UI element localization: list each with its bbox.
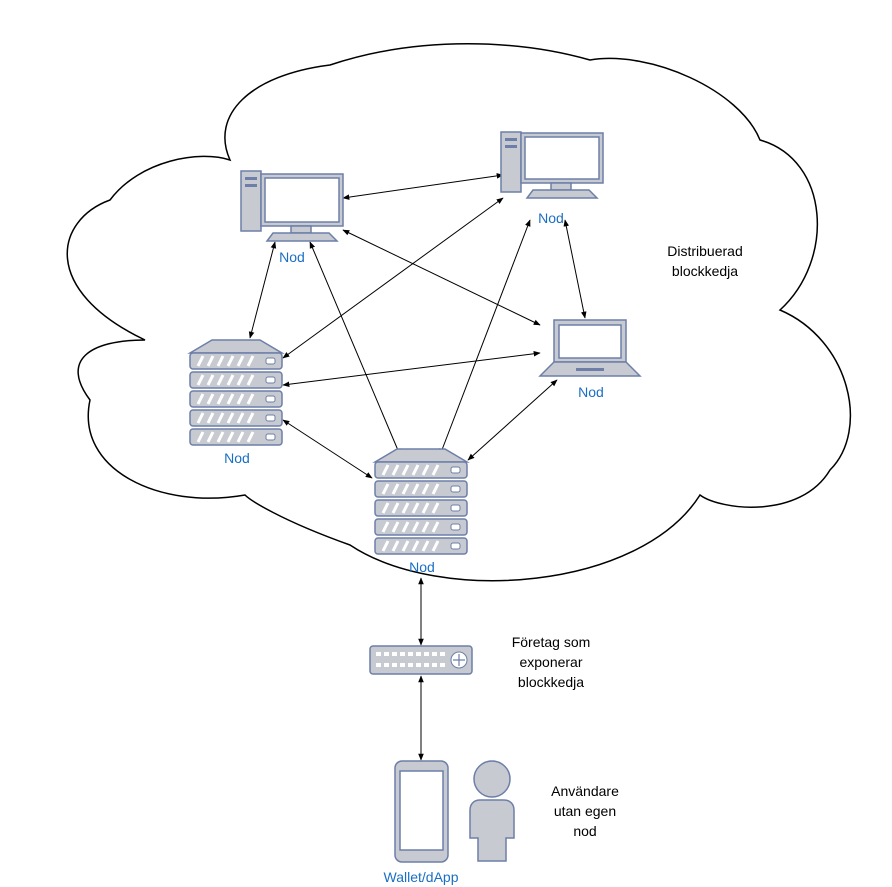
cloud-label-line1: Distribuerad — [667, 243, 742, 259]
user-icon — [469, 760, 515, 862]
user-label-line1: Användare — [551, 783, 619, 799]
gateway-label-line2: exponerar — [519, 654, 582, 670]
desktop-icon — [240, 170, 344, 242]
desktop-left-label: Nod — [279, 249, 305, 265]
cloud-label-line2: blockkedja — [672, 263, 738, 279]
server-icon — [372, 448, 470, 555]
server-left-label: Nod — [224, 450, 250, 466]
desktop-right-label: Nod — [538, 210, 564, 226]
connections — [248, 173, 587, 761]
laptop-icon — [538, 319, 642, 377]
gateway-label-line1: Företag som — [512, 634, 591, 650]
user-label-line3: nod — [573, 823, 596, 839]
laptop-label: Nod — [578, 384, 604, 400]
desktop-icon — [500, 131, 604, 199]
server-center-label: Nod — [409, 559, 435, 575]
gateway-label-line3: blockkedja — [518, 674, 584, 690]
wallet-label: Wallet/dApp — [384, 869, 459, 885]
server-icon — [187, 339, 285, 446]
user-label-line2: utan egen — [554, 803, 616, 819]
router-icon — [369, 645, 473, 675]
smartphone-icon — [394, 760, 449, 863]
